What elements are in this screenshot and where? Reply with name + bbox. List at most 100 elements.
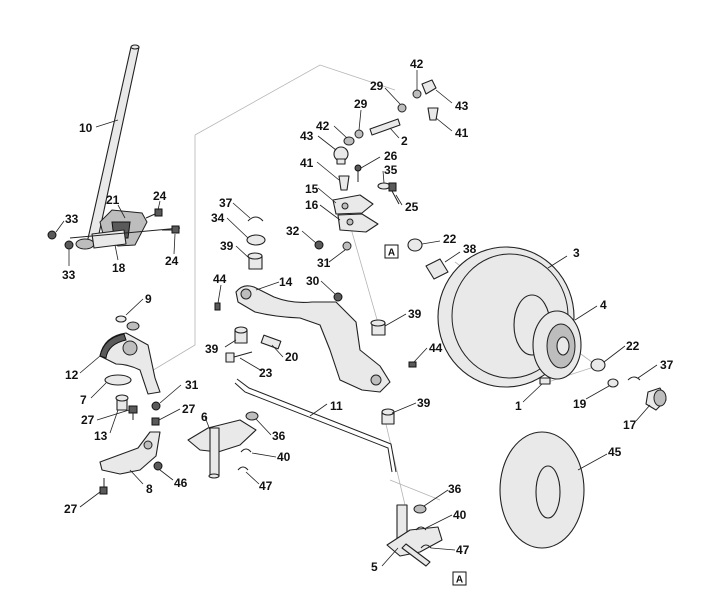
arm-15-hole bbox=[341, 202, 349, 210]
clip-47-right-part bbox=[420, 544, 432, 549]
bracket-18-body bbox=[91, 229, 127, 249]
leader-37-upper bbox=[232, 202, 251, 219]
tie-rod-11-body bbox=[234, 382, 393, 473]
valve-1-part bbox=[539, 377, 551, 385]
label-47-right: 47 bbox=[456, 543, 470, 557]
leader-31-lower bbox=[159, 384, 182, 404]
label-31-upper: 31 bbox=[317, 256, 331, 270]
label-35: 35 bbox=[384, 163, 398, 177]
label-6: 6 bbox=[201, 410, 208, 424]
label-46: 46 bbox=[174, 476, 188, 490]
label-33-lower: 33 bbox=[62, 268, 76, 282]
leader-20 bbox=[271, 344, 284, 358]
clip-37-upper-part bbox=[247, 216, 264, 222]
rim-4-hub bbox=[556, 336, 570, 356]
spindle-5-arm bbox=[386, 526, 443, 557]
leader-47-left bbox=[245, 471, 260, 485]
bolt-23-head bbox=[225, 352, 235, 363]
arm-16-hole bbox=[346, 218, 354, 226]
leader-39b bbox=[224, 339, 237, 348]
arm-16-body bbox=[337, 213, 379, 233]
sector-gear-hub bbox=[122, 340, 138, 356]
label-5: 5 bbox=[371, 560, 378, 574]
tube-45-part bbox=[499, 431, 585, 549]
leader-46 bbox=[159, 469, 174, 481]
label-13: 13 bbox=[94, 429, 108, 443]
label-40-right: 40 bbox=[453, 508, 467, 522]
label-40-left: 40 bbox=[277, 450, 291, 464]
plate-8-body bbox=[99, 431, 161, 475]
label-37-right: 37 bbox=[660, 358, 674, 372]
label-42-left: 42 bbox=[316, 119, 330, 133]
leader-6 bbox=[204, 416, 211, 431]
label-24-upper: 24 bbox=[153, 189, 167, 203]
label-7: 7 bbox=[80, 393, 87, 407]
guide-lower-line bbox=[389, 479, 441, 501]
leader-43-upper bbox=[317, 135, 337, 151]
bolt-26-head bbox=[354, 164, 362, 172]
clip-40-right-part bbox=[415, 526, 427, 531]
label-29-left: 29 bbox=[354, 97, 368, 111]
leader-19 bbox=[585, 385, 610, 400]
label-31-lower: 31 bbox=[185, 378, 199, 392]
clip-47-left-part bbox=[237, 466, 249, 471]
leader-45 bbox=[577, 453, 608, 471]
bracket-18-line bbox=[69, 227, 181, 239]
leader-30 bbox=[320, 280, 336, 295]
pin-20-body bbox=[260, 334, 282, 350]
gear-assembly-part bbox=[69, 209, 181, 249]
spindle-5-part bbox=[386, 504, 443, 567]
spacer-9-top bbox=[126, 321, 140, 331]
nut-30-part bbox=[333, 292, 343, 302]
bolt-23-part bbox=[225, 351, 253, 363]
label-30: 30 bbox=[306, 274, 320, 288]
valve-1-body bbox=[539, 377, 551, 385]
leader-7 bbox=[90, 382, 107, 399]
label-15: 15 bbox=[305, 182, 319, 196]
rim-4-part bbox=[532, 310, 582, 380]
leader-5 bbox=[381, 547, 399, 567]
clips-left bbox=[237, 448, 252, 471]
bushing-13-top bbox=[115, 394, 129, 402]
leader-29-left bbox=[358, 109, 362, 131]
leader-16 bbox=[319, 204, 341, 221]
bushing-39a-top bbox=[247, 252, 263, 260]
leader-18 bbox=[114, 244, 119, 261]
leader-25 bbox=[395, 194, 403, 206]
bolts-27 bbox=[99, 405, 160, 495]
leader-29-right bbox=[384, 87, 401, 105]
leader-24-upper bbox=[157, 200, 161, 211]
leader-37-right bbox=[637, 364, 658, 379]
leader-26 bbox=[360, 156, 381, 169]
spindle-6-shaft-end bbox=[208, 473, 220, 479]
drag-link-14-hole-right bbox=[370, 374, 382, 386]
label-11: 11 bbox=[330, 399, 343, 413]
label-44a: 44 bbox=[213, 272, 227, 286]
guide-spindle-line bbox=[384, 419, 406, 506]
label-34: 34 bbox=[211, 211, 225, 225]
label-41-right: 41 bbox=[455, 126, 469, 140]
label-17: 17 bbox=[623, 418, 637, 432]
washers-36 bbox=[245, 411, 427, 514]
leader-22-upper bbox=[421, 240, 441, 245]
label-36-right: 36 bbox=[448, 482, 462, 496]
label-36-left: 36 bbox=[272, 429, 286, 443]
label-39a: 39 bbox=[220, 239, 234, 253]
arms-15-16 bbox=[332, 194, 379, 233]
ref-label-upper: A bbox=[388, 248, 395, 259]
leader-9 bbox=[125, 298, 144, 316]
leader-8 bbox=[129, 469, 144, 485]
leader-27c bbox=[79, 491, 101, 508]
leader-41-right bbox=[435, 117, 453, 132]
washer-19-part bbox=[607, 378, 619, 388]
steering-tube-collar bbox=[75, 238, 95, 250]
washer-36-left bbox=[245, 411, 259, 421]
sector-gear-teeth bbox=[99, 333, 127, 359]
label-20: 20 bbox=[285, 350, 299, 364]
label-45: 45 bbox=[608, 445, 622, 459]
nut-33-upper bbox=[47, 230, 57, 240]
bolt-24-upper-head bbox=[154, 208, 163, 217]
leader-22-lower bbox=[603, 345, 626, 363]
leader-2 bbox=[389, 127, 400, 139]
leader-1 bbox=[522, 383, 543, 403]
